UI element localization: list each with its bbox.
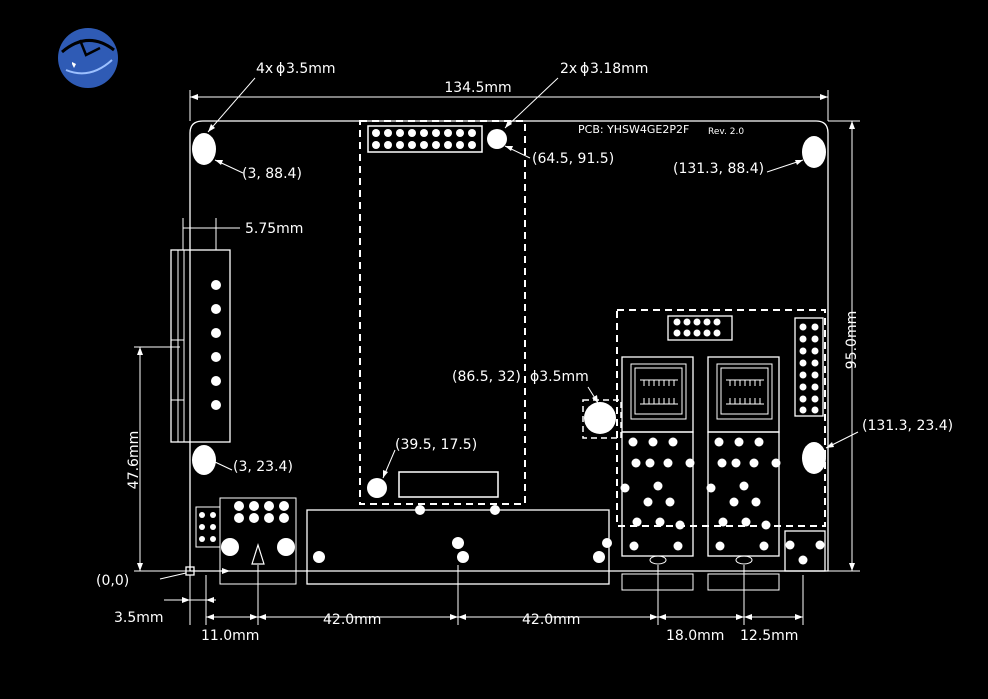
phi-1: ϕ <box>276 61 285 77</box>
phi-2: ϕ <box>580 61 589 77</box>
sfp-area <box>616 309 826 527</box>
center-connector-strip <box>306 505 612 585</box>
height-label: 95.0mm <box>844 311 860 369</box>
hole-top-right <box>802 136 826 168</box>
coord-right: (131.3, 23.4) <box>862 418 953 434</box>
dc-jack <box>784 530 826 572</box>
holes-dia-35: 3.5mm <box>286 61 336 77</box>
hole-callouts: 4x ϕ 3.5mm 2x ϕ 3.18mm (3, 88.4) (64.5, … <box>207 61 953 479</box>
coord-bottom-left: (3, 23.4) <box>233 459 293 475</box>
hole-lower-center <box>367 478 387 498</box>
holes-dia-318: 3.18mm <box>590 61 648 77</box>
pcb-name: PCB: YHSW4GE2P2F <box>578 123 689 136</box>
sfp-port-1 <box>620 356 695 591</box>
hole-mid <box>584 402 616 434</box>
hole-right <box>802 442 826 474</box>
pcb-revision: Rev. 2.0 <box>708 127 744 137</box>
origin-label: (0,0) <box>96 573 129 589</box>
coord-mid: (86.5, 32) <box>452 369 521 385</box>
origin-marker: (0,0) <box>96 566 230 589</box>
holes-count-2x: 2x <box>560 61 577 77</box>
width-label: 134.5mm <box>444 80 511 96</box>
left-offset-dimension: 47.6mm <box>126 346 190 572</box>
bottom-dimensions: 3.5mm 11.0mm 42.0mm 42.0mm 18.0mm 12.5mm <box>114 565 804 644</box>
lower-chip-outline <box>398 471 499 498</box>
coord-lower: (39.5, 17.5) <box>395 437 477 453</box>
height-dimension: 95.0mm <box>828 120 860 572</box>
top-pin-header <box>367 125 483 153</box>
bottom-left-connectors <box>195 497 297 585</box>
dim-b5: 12.5mm <box>740 628 798 644</box>
coord-top: (64.5, 91.5) <box>532 151 614 167</box>
dim-b4: 18.0mm <box>666 628 724 644</box>
hole-bottom-left <box>192 445 216 475</box>
hole-top-left <box>192 133 216 165</box>
dim-origin-gap: 3.5mm <box>114 610 164 626</box>
coord-top-right: (131.3, 88.4) <box>673 161 764 177</box>
sfp-port-2 <box>706 356 781 591</box>
coord-mid-dia: ϕ3.5mm <box>530 369 589 385</box>
dim-b2: 42.0mm <box>323 612 381 628</box>
hole-top-center <box>487 129 507 149</box>
dim-b3: 42.0mm <box>522 612 580 628</box>
coord-top-left: (3, 88.4) <box>242 166 302 182</box>
dim-b1: 11.0mm <box>201 628 259 644</box>
mounting-holes <box>192 129 826 498</box>
left-terminal-block: 5.75mm <box>170 218 303 443</box>
left-offset-label: 47.6mm <box>126 431 142 489</box>
main-chip-area <box>359 120 526 505</box>
right-pin-headers <box>667 315 824 417</box>
company-logo <box>58 28 118 88</box>
width-dimension: 134.5mm <box>189 80 829 121</box>
pitch-label: 5.75mm <box>245 221 303 237</box>
holes-count-4x: 4x <box>256 61 273 77</box>
